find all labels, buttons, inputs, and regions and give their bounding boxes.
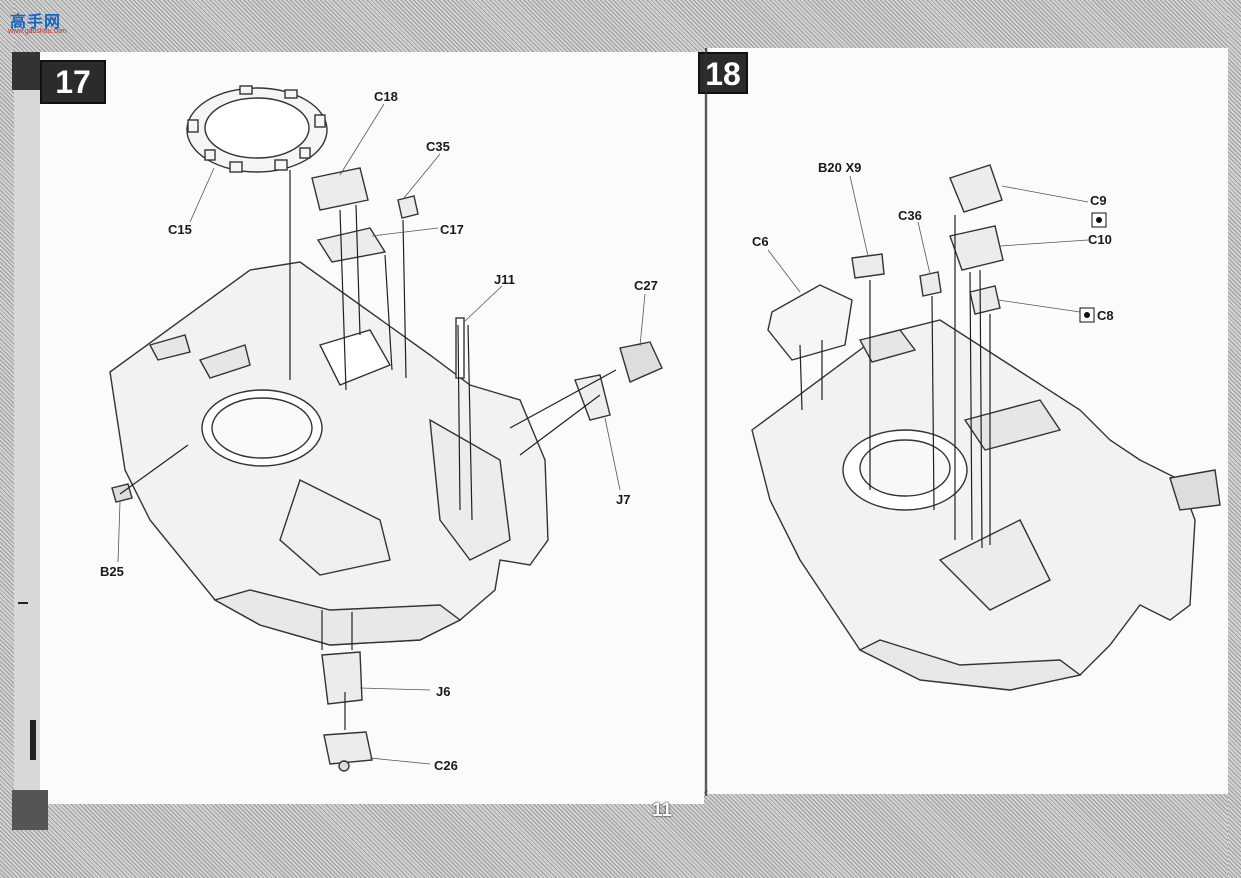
label-b25: B25 <box>100 564 124 579</box>
label-c17: C17 <box>440 222 464 237</box>
label-j7: J7 <box>616 492 631 507</box>
label-c36: C36 <box>898 208 922 223</box>
left-edge-mark <box>12 52 40 90</box>
label-j6: J6 <box>436 684 451 699</box>
right-border <box>1228 0 1241 878</box>
label-c9: C9 <box>1090 193 1107 208</box>
page-number: 11 <box>652 800 673 821</box>
left-border <box>0 0 14 878</box>
label-c6: C6 <box>752 234 769 249</box>
label-c15: C15 <box>168 222 192 237</box>
watermark-logo: 高手网 <box>10 14 62 31</box>
label-c10: C10 <box>1088 232 1112 247</box>
bottom-border <box>0 790 1241 878</box>
label-b20-x9: B20 X9 <box>818 160 862 175</box>
label-c27: C27 <box>634 278 658 293</box>
left-edge-bar <box>30 720 36 760</box>
label-c26: C26 <box>434 758 458 773</box>
label-c35: C35 <box>426 139 450 154</box>
label-j11: J11 <box>494 272 515 287</box>
watermark-url: www.gaoshou.com <box>8 28 67 35</box>
label-c8: C8 <box>1097 308 1114 323</box>
step-17-badge: 17 <box>40 60 106 104</box>
paint-code-icon <box>1079 212 1107 323</box>
bottom-left-mark <box>12 790 48 830</box>
left-edge-dash <box>18 602 28 604</box>
label-c18: C18 <box>374 89 398 104</box>
